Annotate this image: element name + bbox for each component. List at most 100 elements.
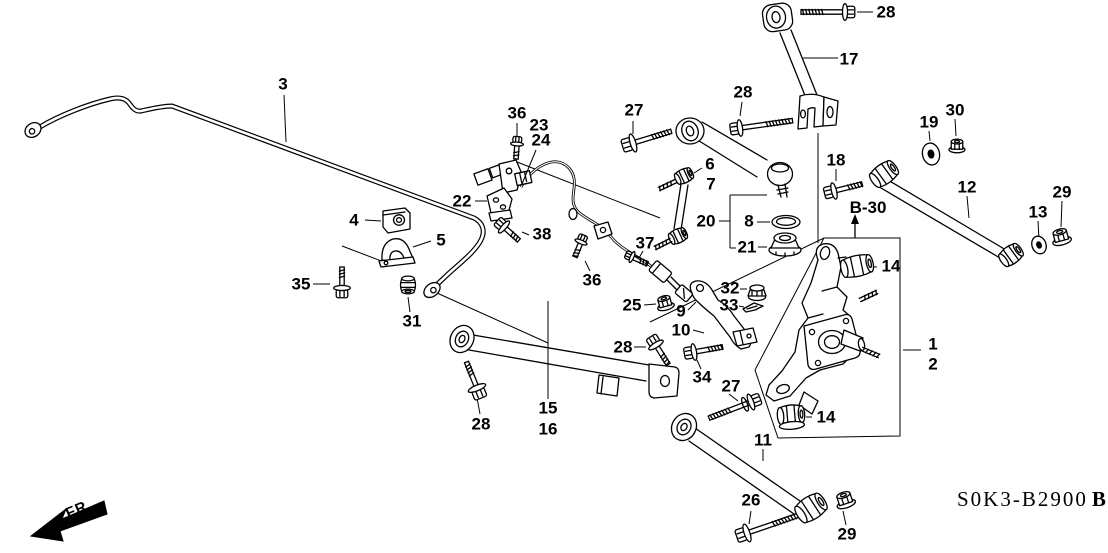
knuckle-group-box: [754, 237, 901, 439]
part-callout-29: 29: [1052, 182, 1072, 202]
stud-knuckle-lower: [860, 346, 881, 359]
part-callout-38: 38: [532, 224, 552, 244]
bushing-arm12-top: [868, 159, 900, 189]
eye-bushing-arm11-left: [670, 412, 698, 442]
bushing-arm12-bottom: [998, 242, 1024, 268]
part-callout-28: 28: [876, 2, 896, 22]
bolt-28-knuckle: [646, 333, 671, 367]
bushing-link-top: [673, 166, 695, 186]
fr-arrow-icon: [29, 500, 108, 542]
stud-link-top: [657, 178, 678, 192]
nut-25: [657, 294, 675, 312]
part-callout-11: 11: [754, 430, 772, 450]
washer-13: [1031, 235, 1047, 255]
part-callout-26: 26: [741, 490, 761, 510]
bolt-26: [734, 512, 801, 543]
part-callout-1: 1: [928, 334, 938, 354]
bushing-14-lower: [776, 404, 806, 431]
bolt-38: [493, 216, 521, 243]
abs-sensor-head: [648, 260, 672, 283]
part-callout-36: 36: [582, 270, 602, 290]
part-callout-28: 28: [733, 82, 753, 102]
b30-arrow-icon: [851, 214, 859, 238]
bolt-36-upper: [509, 135, 525, 160]
part-callout-14: 14: [816, 407, 836, 427]
bar-right-eyelet: [423, 281, 441, 299]
bar-left-eyelet: [24, 121, 42, 139]
bolt-36-lower: [572, 233, 588, 259]
bolt-28-top: [800, 3, 856, 21]
bolt-34: [683, 343, 724, 361]
bolt-28-trailing: [463, 360, 488, 401]
trailing-arm: [468, 334, 680, 399]
part-callout-34: 34: [692, 367, 712, 387]
part-callout-37: 37: [635, 233, 655, 253]
stabilizer-link: [673, 183, 689, 231]
part-callout-21: 21: [737, 237, 757, 257]
bolt-35: [333, 266, 351, 299]
part-callout-5: 5: [436, 230, 446, 250]
stabilizer-bracket: [378, 238, 416, 268]
part-callout-18: 18: [826, 150, 846, 170]
part-callout-12: 12: [957, 177, 977, 197]
stabilizer-bushing: [382, 207, 411, 234]
nut-30: [948, 138, 966, 154]
bushing-link-bottom: [667, 226, 689, 246]
upper-arm-17: [761, 2, 839, 130]
part-callout-14: 14: [881, 256, 901, 276]
eye-bushing-trailing-left: [449, 324, 475, 354]
nut-29-upper: [1052, 228, 1072, 247]
part-callout-16: 16: [538, 419, 558, 439]
bushing-14-upper: [839, 253, 875, 279]
part-callout-36: 36: [507, 103, 527, 123]
part-callout-29: 29: [837, 524, 857, 544]
part-callout-31: 31: [402, 311, 422, 331]
part-callout-30: 30: [945, 100, 965, 120]
part-callout-17: 17: [839, 49, 859, 69]
control-arm-12: [880, 179, 1007, 259]
bushing-31: [399, 275, 417, 295]
part-callout-15: 15: [538, 398, 558, 418]
construction-lines: [341, 133, 901, 439]
bolt-37: [624, 250, 650, 267]
b30-reference-label: B-30: [849, 198, 887, 217]
part-callout-33: 33: [719, 295, 739, 315]
part-callout-32: 32: [720, 278, 740, 298]
part-callout-8: 8: [744, 211, 754, 231]
part-callout-25: 25: [622, 295, 642, 315]
nut-29-lower: [836, 490, 857, 510]
part-callout-4: 4: [349, 210, 359, 230]
bolt-28-clevis: [729, 117, 794, 137]
part-callout-24: 24: [531, 130, 551, 150]
wire-bracket: [486, 187, 513, 222]
knuckle: [765, 243, 866, 415]
part-callout-9: 9: [676, 301, 686, 321]
leader-lines: [283, 11, 1063, 526]
part-callout-6: 6: [705, 154, 715, 174]
bolt-27-upper: [620, 128, 673, 153]
upper-arm-ball-joint: [675, 117, 802, 257]
lower-arm: [688, 427, 801, 515]
stabilizer-bar: [24, 95, 486, 299]
sensor-bracket: [689, 280, 758, 350]
clip-33: [742, 302, 764, 313]
part-callout-35: 35: [291, 274, 311, 294]
part-callout-27: 27: [624, 100, 644, 120]
part-callout-3: 3: [278, 74, 288, 94]
part-callout-10: 10: [671, 320, 691, 340]
part-callout-23: 23: [529, 115, 549, 135]
part-callout-7: 7: [706, 174, 716, 194]
stud-knuckle-upper: [858, 289, 879, 303]
cap-32: [747, 284, 767, 302]
part-callout-28: 28: [613, 337, 633, 357]
stud-link-bottom: [653, 237, 673, 251]
part-callout-20: 20: [696, 211, 716, 231]
part-callout-13: 13: [1028, 202, 1048, 222]
part-callout-22: 22: [452, 191, 472, 211]
washer-19: [921, 142, 941, 166]
part-callout-19: 19: [919, 112, 939, 132]
bolt-18: [822, 181, 864, 200]
